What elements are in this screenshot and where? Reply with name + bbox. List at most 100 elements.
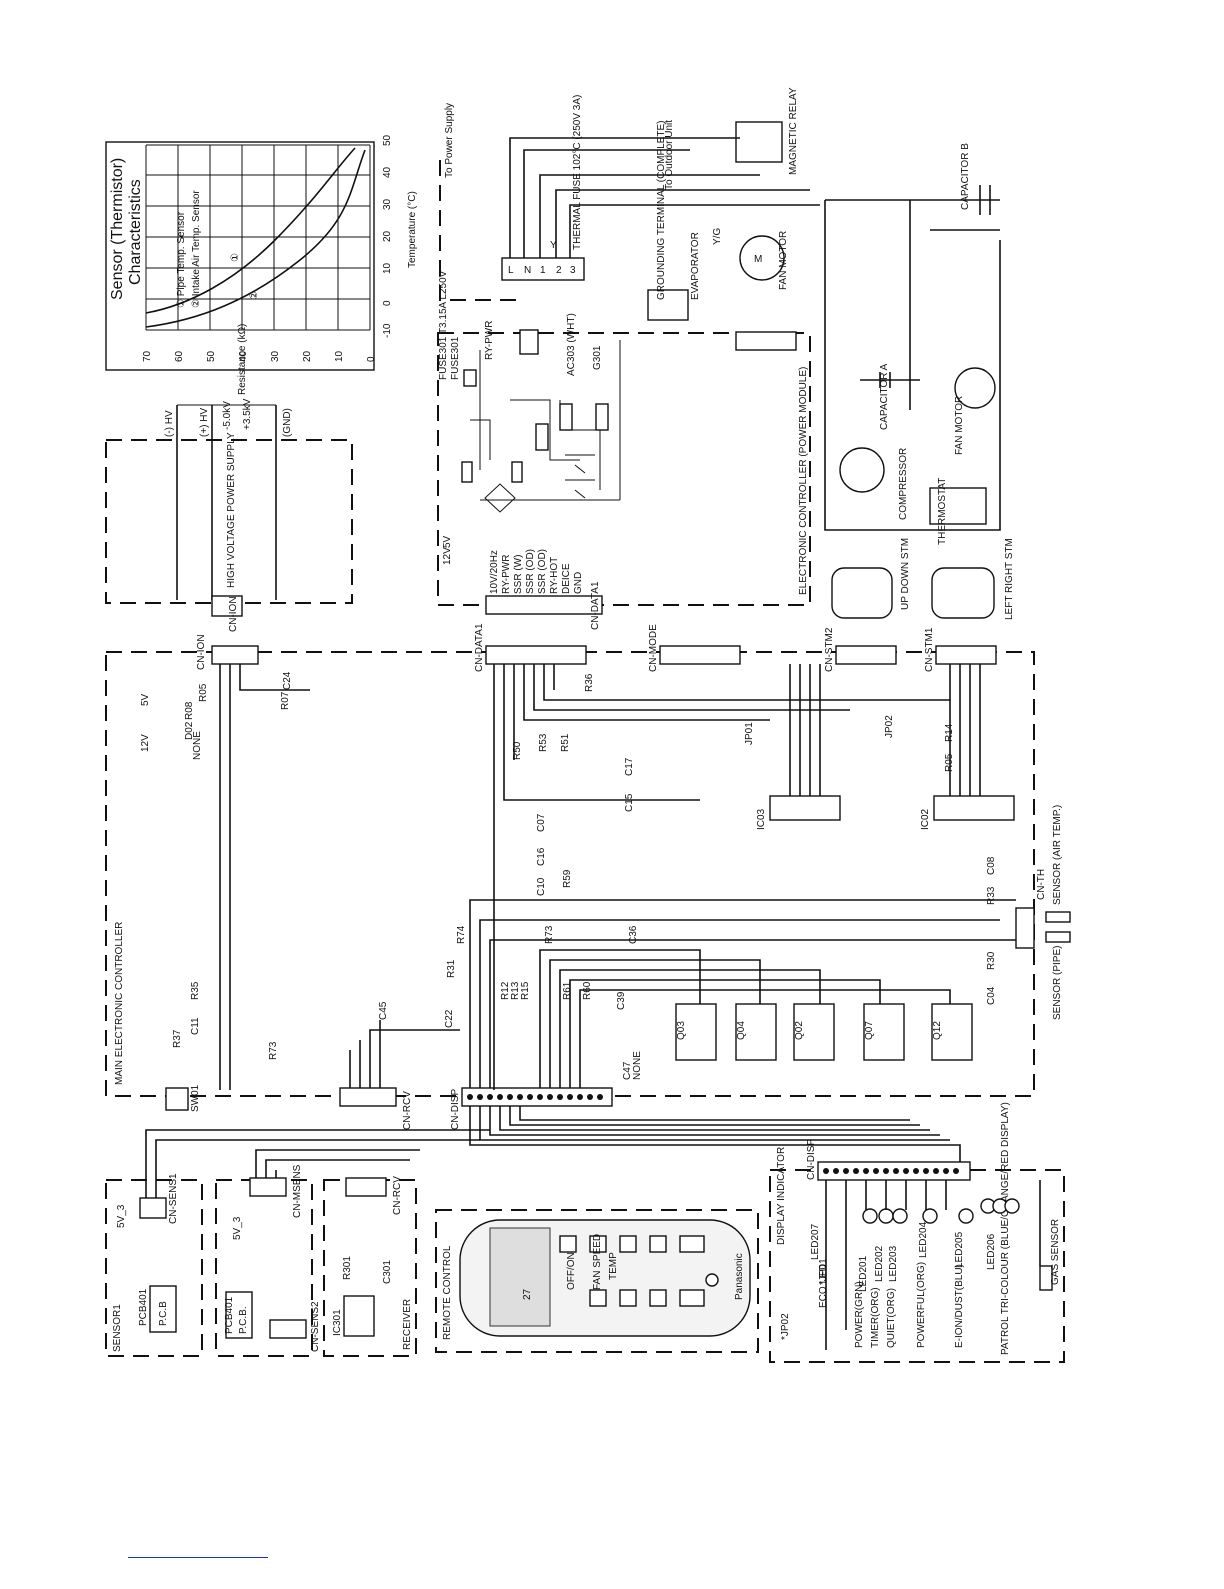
cn-sens2 (269, 1319, 307, 1339)
svg-text:R301: R301 (342, 1256, 353, 1280)
svg-text:LEFT RIGHT STM: LEFT RIGHT STM (1004, 538, 1015, 620)
svg-text:CN-DISP: CN-DISP (806, 1139, 817, 1180)
svg-text:SSR (OD): SSR (OD) (537, 549, 548, 594)
transistor-q02 (793, 1003, 835, 1061)
svg-text:UP DOWN STM: UP DOWN STM (900, 538, 911, 610)
svg-text:10: 10 (334, 350, 345, 362)
svg-text:CN-STM1: CN-STM1 (924, 627, 935, 672)
left-right-stepping-motor (931, 567, 995, 619)
graph-x-ticks: -10 0 10 20 30 40 50 (382, 134, 393, 338)
outdoor-fan-motor (954, 367, 996, 409)
svg-text:GND: GND (573, 572, 584, 594)
thermostat (929, 487, 987, 525)
svg-text:POWER(GRN): POWER(GRN) (854, 1281, 865, 1348)
svg-text:Q07: Q07 (864, 1021, 875, 1040)
sensor1-pcb (149, 1285, 177, 1333)
svg-text:Y: Y (550, 240, 557, 251)
svg-text:R15: R15 (520, 981, 531, 1000)
svg-text:E-ION/DUST(BLU): E-ION/DUST(BLU) (954, 1264, 965, 1348)
transistor-q04 (735, 1003, 777, 1061)
svg-text:C39: C39 (616, 991, 627, 1010)
graph-legend-2: ② Intake Air Temp. Sensor (191, 190, 202, 308)
svg-text:27: 27 (522, 1288, 533, 1300)
svg-text:20: 20 (382, 230, 393, 242)
svg-text:QUIET(ORG): QUIET(ORG) (886, 1288, 897, 1348)
cn-th (1015, 907, 1035, 949)
svg-text:2: 2 (556, 265, 562, 276)
svg-text:C15: C15 (624, 793, 635, 812)
ic301 (343, 1295, 375, 1337)
svg-text:R33: R33 (986, 886, 997, 905)
svg-text:C22: C22 (444, 1009, 455, 1028)
main-controller-title: MAIN ELECTRONIC CONTROLLER (114, 922, 125, 1085)
svg-text:R35: R35 (190, 981, 201, 1000)
svg-text:MAGNETIC RELAY: MAGNETIC RELAY (788, 87, 799, 175)
power-module-title: ELECTRONIC CONTROLLER (POWER MODULE) (798, 367, 809, 595)
svg-text:CN-RCV: CN-RCV (392, 1176, 403, 1215)
power-module-signals: 10V/20Hz RY-PWR SSR (W) SSR (OD) SSR (OD… (489, 549, 584, 594)
remote-btn-timer-on[interactable] (679, 1289, 705, 1307)
svg-text:IC02: IC02 (920, 808, 931, 830)
transistor-row: Q03 Q04 Q02 Q07 Q12 (675, 1003, 973, 1061)
svg-text:CN-DATA1: CN-DATA1 (590, 581, 601, 630)
svg-text:NONE: NONE (192, 731, 203, 760)
svg-text:SW01: SW01 (190, 1084, 201, 1112)
terminal-block (501, 257, 585, 281)
svg-text:C11: C11 (190, 1017, 201, 1035)
svg-text:JP01: JP01 (744, 722, 755, 745)
ic02 (933, 795, 1015, 821)
svg-text:3: 3 (570, 265, 576, 276)
remote-btn-quiet[interactable] (649, 1289, 667, 1307)
svg-text:LED203: LED203 (888, 1245, 899, 1282)
svg-text:C47: C47 (622, 1061, 633, 1080)
remote-btn-fan-speed[interactable] (589, 1235, 607, 1253)
svg-text:AC303 (WHT): AC303 (WHT) (566, 313, 577, 376)
svg-text:THERMOSTAT: THERMOSTAT (937, 478, 948, 545)
svg-text:12V: 12V (442, 547, 453, 565)
cn-msens (249, 1177, 287, 1197)
remote-buttons: OFF/ON FAN SPEED TEMP (559, 1234, 719, 1307)
remote-btn-clock[interactable] (705, 1273, 719, 1287)
svg-text:TEMP: TEMP (608, 1252, 619, 1280)
main-controller: MAIN ELECTRONIC CONTROLLER CN-ION CN-DAT… (105, 538, 1071, 1130)
svg-text:L: L (508, 265, 514, 276)
svg-text:30: 30 (382, 198, 393, 210)
cn-data1-pm (485, 595, 603, 615)
bridge-rectifier (484, 483, 516, 513)
footer-rule (128, 1557, 268, 1558)
svg-text:SENSOR1: SENSOR1 (112, 1304, 123, 1352)
svg-text:40: 40 (382, 166, 393, 178)
cn-ion (211, 645, 259, 665)
remote-btn-temp-up[interactable] (619, 1235, 637, 1253)
remote-btn-mode[interactable] (589, 1289, 607, 1307)
receiver-boundary (323, 1179, 417, 1357)
graph-grid (145, 144, 371, 331)
remote-btn-powerful[interactable] (649, 1235, 667, 1253)
remote-btn-temp-down[interactable] (619, 1289, 637, 1307)
svg-text:R30: R30 (986, 951, 997, 970)
svg-text:CN-SENS2: CN-SENS2 (310, 1301, 321, 1352)
transistor-q12 (931, 1003, 973, 1061)
svg-text:NONE: NONE (632, 1051, 643, 1080)
remote-btn-set[interactable] (679, 1235, 705, 1253)
svg-text:LED202: LED202 (874, 1245, 885, 1282)
grounding-terminal (647, 289, 689, 321)
svg-text:CN-SENS1: CN-SENS1 (168, 1173, 179, 1224)
sw01-switch (165, 1087, 189, 1111)
graph-legend-1: ① Pipe Temp. Sensor (176, 211, 187, 308)
display-indicator-block: DISPLAY INDICATOR CN-DISP LED207 ECO LED… (469, 1102, 1065, 1363)
graph-title-1: Sensor (Thermistor) (109, 158, 126, 300)
svg-text:60: 60 (174, 350, 185, 362)
svg-text:To Power Supply: To Power Supply (444, 103, 455, 178)
svg-text:CN-STM2: CN-STM2 (824, 627, 835, 672)
fuse (463, 369, 477, 387)
svg-text:M: M (754, 254, 762, 265)
svg-text:THERMAL FUSE 102°C (250V 3A): THERMAL FUSE 102°C (250V 3A) (572, 95, 583, 250)
svg-text:20: 20 (302, 350, 313, 362)
svg-text:50: 50 (206, 350, 217, 362)
svg-text:RY-PWR: RY-PWR (484, 321, 495, 360)
graph-x-label: Temperature (°C) (407, 191, 418, 268)
svg-text:FAN MOTOR: FAN MOTOR (954, 396, 965, 455)
remote-btn-off-on[interactable] (559, 1235, 577, 1253)
graph-y-label: Resistance (kΩ) (237, 324, 248, 395)
